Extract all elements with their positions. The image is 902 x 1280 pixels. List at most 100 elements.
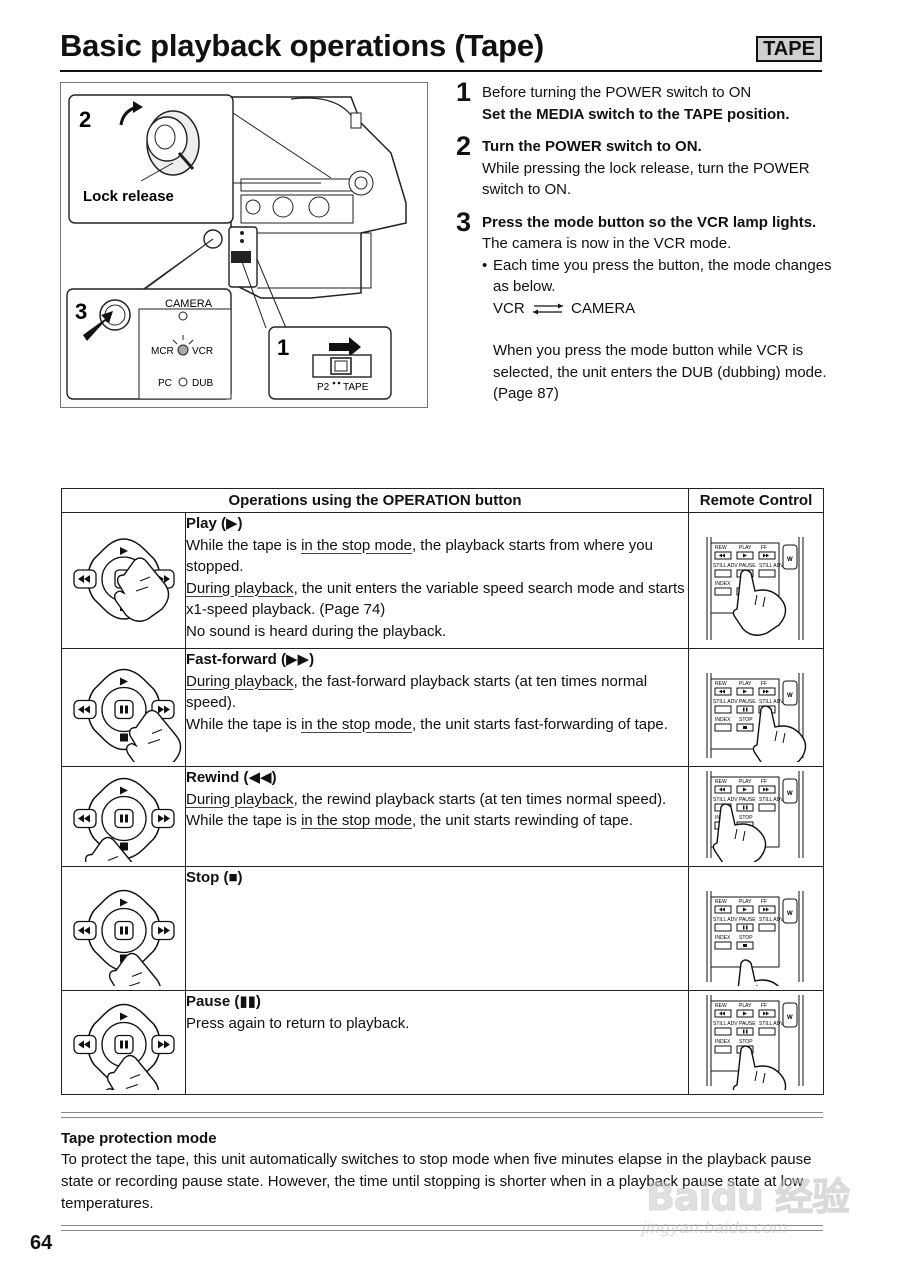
op-desc-ff-2: While the tape is in the stop mode, the … (186, 714, 688, 736)
op-fig-ff (61, 648, 186, 775)
svg-text:FF: FF (761, 899, 767, 905)
watermark-logo: Baidu 经验 (645, 1175, 850, 1220)
step-3-line-2: The camera is now in the VCR mode. (482, 235, 732, 252)
op-fig-pause (61, 990, 186, 1120)
note-top-rule (61, 1112, 823, 1118)
underlined-text: During playback (186, 579, 294, 597)
tape-badge: TAPE (756, 36, 822, 62)
page-title: Basic playback operations (Tape) (60, 28, 545, 63)
svg-text:STOP: STOP (739, 1039, 753, 1045)
step-1: 1 Before turning the POWER switch to ON … (456, 77, 836, 125)
underlined-text: in the stop mode (301, 715, 412, 733)
svg-text:W: W (787, 791, 793, 797)
dpad-stop-icon (62, 867, 185, 1018)
mode-vcr: VCR (493, 299, 525, 317)
mode-cycle: VCR CAMERA (493, 298, 836, 320)
svg-text:STOP: STOP (739, 815, 753, 821)
svg-text:W: W (787, 1015, 793, 1021)
remote-stop-icon: W REW PLAY FF STILL ADV PAUSE STILL ADV … (689, 867, 823, 1026)
svg-text:STILL ADV: STILL ADV (759, 1021, 784, 1027)
text-span: While the tape is (186, 812, 302, 829)
table-row-ff: Fast-forward (▶▶) During playback, the f… (61, 648, 824, 775)
svg-text:INDEX: INDEX (715, 935, 731, 941)
title-rule (60, 70, 822, 72)
text-span: , the fast-forward playback starts (at t… (186, 672, 648, 712)
step-2-line-1: Turn the POWER switch to ON. (482, 138, 702, 155)
text-span: , the rewind playback starts (at ten tim… (293, 790, 667, 808)
watermark-url: jingyan.baidu.com (642, 1218, 788, 1237)
svg-text:STILL ADV: STILL ADV (713, 797, 738, 803)
step-3: 3 Press the mode button so the VCR lamp … (456, 207, 836, 405)
svg-text:PLAY: PLAY (739, 899, 752, 905)
svg-text:PLAY: PLAY (739, 681, 752, 687)
svg-text:STILL ADV: STILL ADV (759, 563, 784, 569)
svg-text:REW: REW (715, 899, 727, 905)
dpad-ff-icon (62, 649, 185, 775)
note-bottom-rule (61, 1225, 823, 1231)
op-desc-rew-1: During playback, the rewind playback sta… (186, 789, 688, 811)
op-name-play: Play (▶) (186, 515, 243, 532)
cycle-arrows-icon (532, 303, 563, 315)
step-3-bullet: Each time you press the button, the mode… (482, 255, 836, 405)
underlined-text: in the stop mode (301, 536, 412, 554)
op-desc-play-3: No sound is heard during the playback. (186, 622, 447, 640)
steps: 1 Before turning the POWER switch to ON … (456, 77, 836, 416)
op-desc-ff-1: During playback, the fast-forward playba… (186, 671, 688, 714)
step-3-number: 3 (456, 206, 472, 237)
text-span: , the unit starts fast-forwarding of tap… (411, 715, 668, 733)
svg-text:PLAY: PLAY (739, 1003, 752, 1009)
text-span: While the tape is (186, 536, 302, 554)
remote-rew: W REW PLAY FF STILL ADV PAUSE STILL ADV … (688, 766, 824, 870)
underlined-text: During playback (186, 672, 294, 690)
col-operations-header: Operations using the OPERATION button (61, 488, 689, 513)
tape-label: TAPE (343, 382, 369, 393)
remote-play-icon: W REW PLAY FF STILL ADV PAUSE STILL ADV … (689, 513, 823, 648)
svg-text:STILL ADV: STILL ADV (713, 699, 738, 705)
pc-label: PC (158, 378, 172, 389)
step-1-line-1: Before turning the POWER switch to ON (482, 84, 752, 101)
op-name-rew: Rewind (◀◀) (186, 769, 277, 786)
op-desc-play-1: While the tape is in the stop mode, the … (186, 535, 688, 578)
op-desc-rew-2: While the tape is in the stop mode, the … (186, 810, 688, 832)
svg-text:FF: FF (761, 1003, 767, 1009)
svg-text:REW: REW (715, 681, 727, 687)
svg-text:PAUSE: PAUSE (739, 797, 756, 803)
underlined-text: During playback (186, 790, 294, 808)
table-row-play: Play (▶) While the tape is in the stop m… (61, 512, 824, 649)
op-fig-stop (61, 866, 186, 1018)
svg-text:FF: FF (761, 779, 767, 785)
op-text-rew: Rewind (◀◀) During playback, the rewind … (185, 766, 689, 867)
step-2: 2 Turn the POWER switch to ON. While pre… (456, 131, 836, 201)
col-remote-header: Remote Control (688, 488, 824, 513)
remote-ff: W REW PLAY FF STILL ADV PAUSE STILL ADV … (688, 648, 824, 772)
p2-label: P2 (317, 382, 330, 393)
svg-text:REW: REW (715, 779, 727, 785)
operations-table: Operations using the OPERATION button Re… (61, 488, 824, 1120)
op-desc-play-2: During playback, the unit enters the var… (186, 578, 688, 621)
svg-text:STOP: STOP (739, 717, 753, 723)
svg-text:STILL ADV: STILL ADV (759, 917, 784, 923)
step-1-line-2: Set the MEDIA switch to the TAPE positio… (482, 105, 790, 123)
remote-pause: W REW PLAY FF STILL ADV PAUSE STILL ADV … (688, 990, 824, 1112)
lock-release-label: Lock release (83, 188, 174, 205)
svg-text:PAUSE: PAUSE (739, 563, 756, 569)
text-span: While the tape is (186, 715, 302, 733)
camera-illustration: 2 Lock release 3 CAMERA MCR VCR PC DUB 1 (66, 94, 407, 400)
svg-text:PLAY: PLAY (739, 545, 752, 551)
tape-protection-note: Tape protection mode To protect the tape… (61, 1112, 823, 1231)
step-3-line-1: Press the mode button so the VCR lamp li… (482, 213, 817, 231)
callout-1: 1 (277, 335, 289, 360)
svg-text:PAUSE: PAUSE (739, 1021, 756, 1027)
text-span: , the unit enters the variable speed sea… (186, 579, 685, 619)
op-fig-rew (61, 766, 186, 902)
underlined-text: in the stop mode (301, 812, 412, 829)
op-text-stop: Stop (■) (185, 866, 689, 991)
callout-2: 2 (79, 107, 91, 132)
svg-text:W: W (787, 557, 793, 563)
svg-text:STILL ADV: STILL ADV (759, 699, 784, 705)
svg-text:STILL ADV: STILL ADV (713, 917, 738, 923)
remote-stop: W REW PLAY FF STILL ADV PAUSE STILL ADV … (688, 866, 824, 1026)
page-number: 64 (30, 1232, 53, 1254)
step-2-line-2: While pressing the lock release, turn th… (482, 159, 810, 199)
svg-text:INDEX: INDEX (715, 717, 731, 723)
